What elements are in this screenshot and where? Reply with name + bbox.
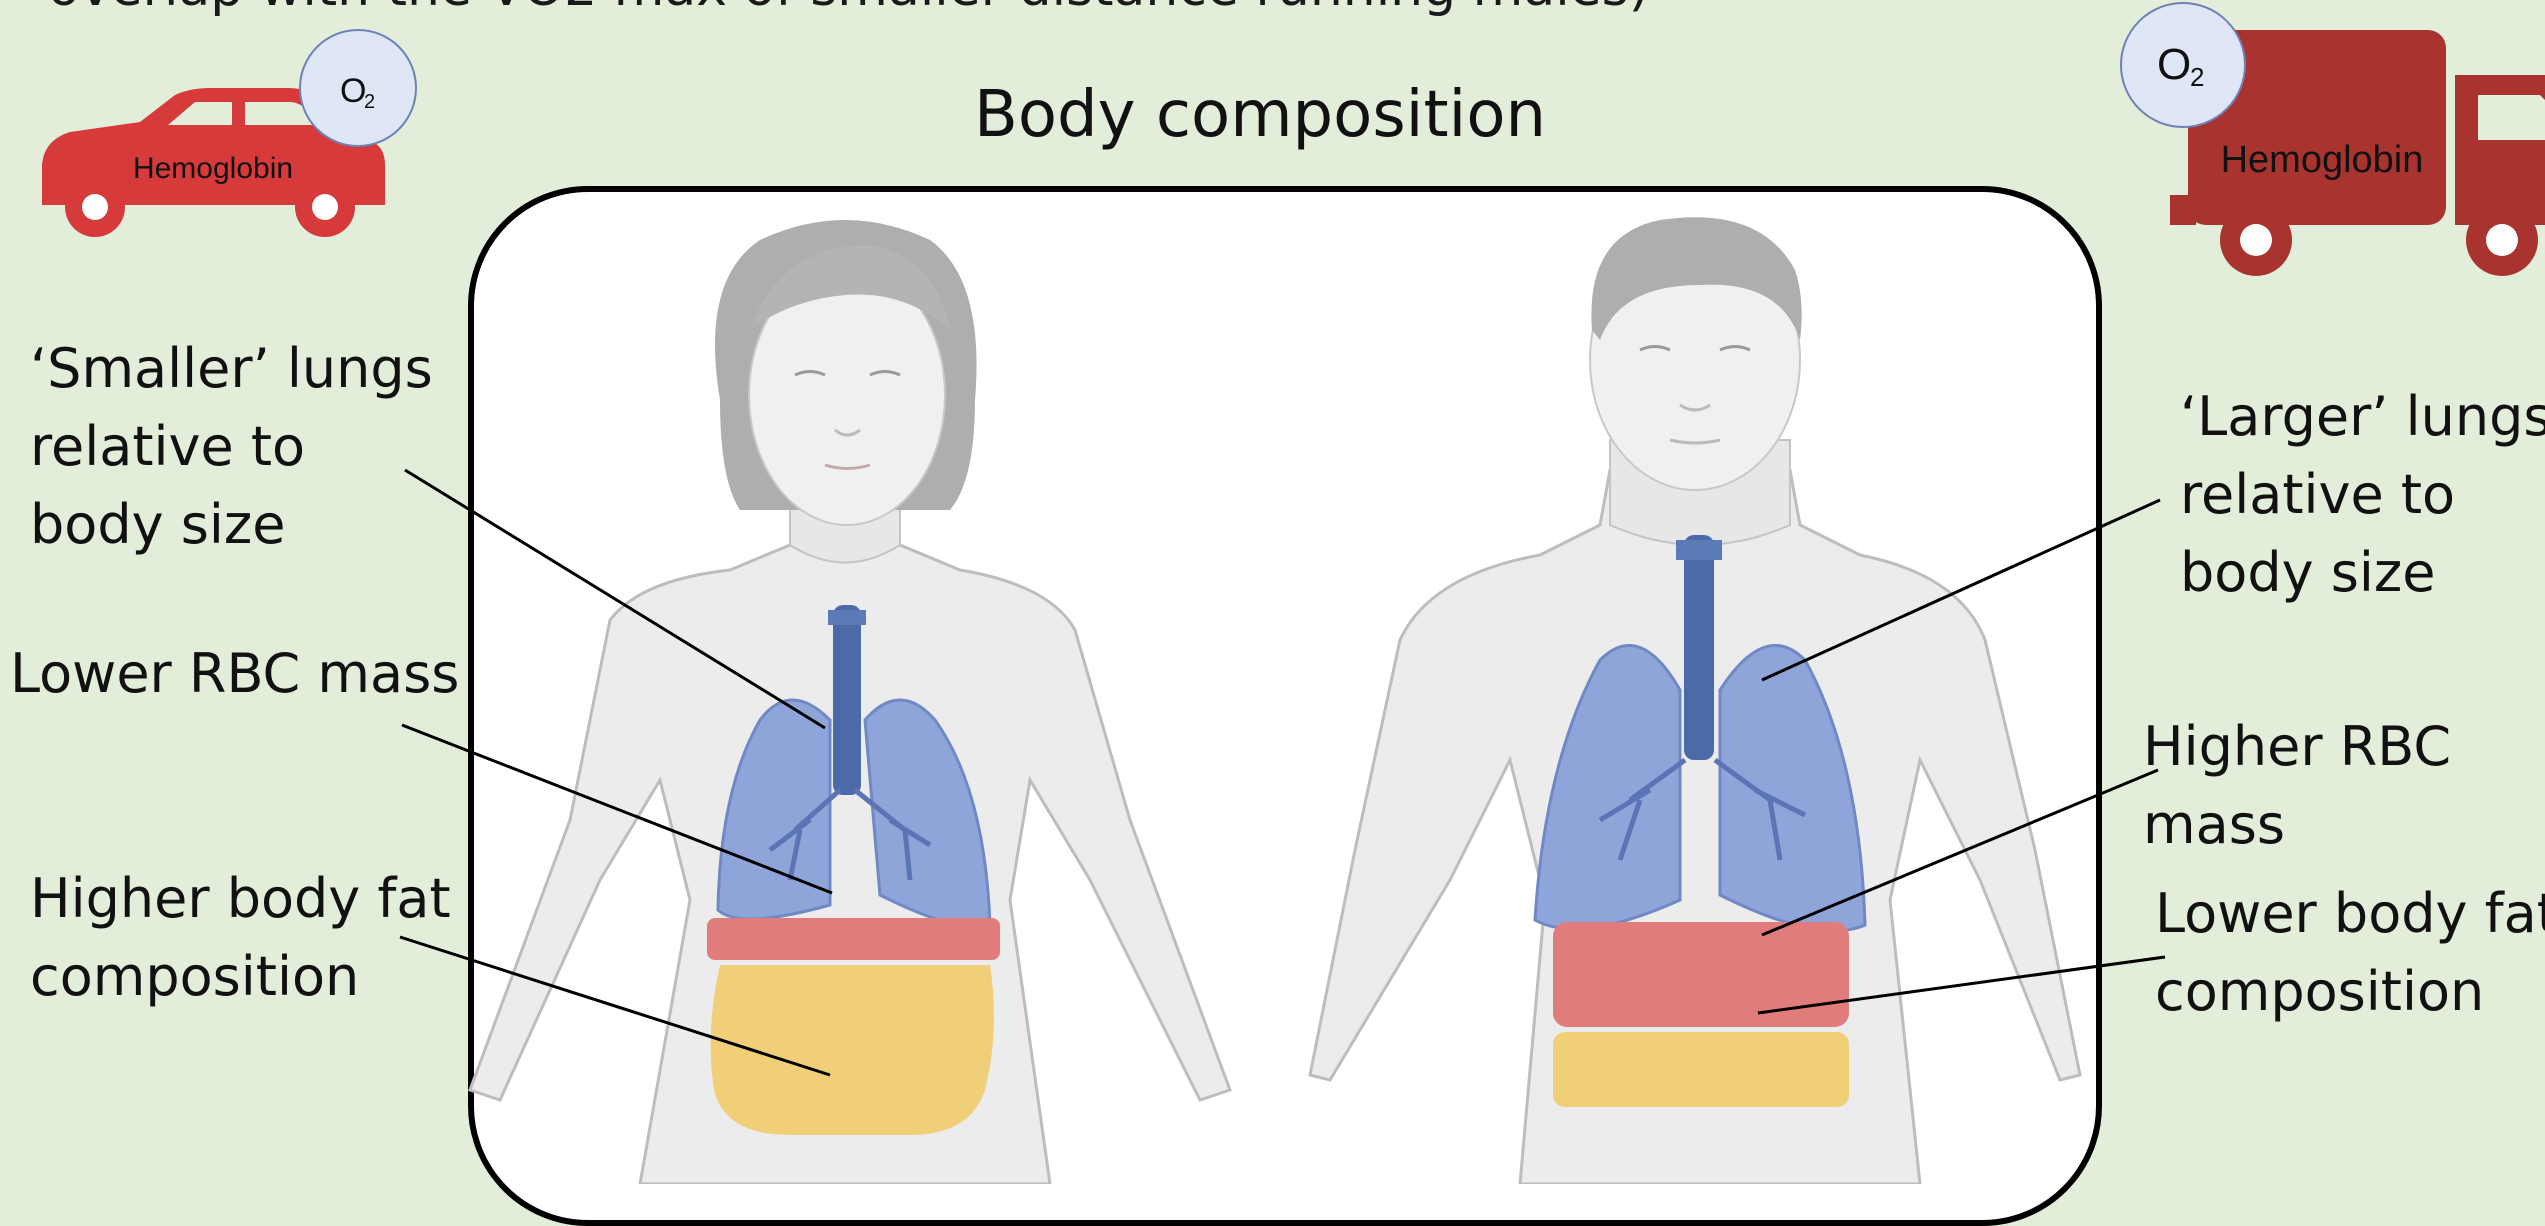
truck-o2-icon: O 2 [2121,3,2245,127]
svg-text:O: O [2157,40,2191,89]
svg-text:2: 2 [2190,62,2204,92]
male-figure [1310,217,2080,1184]
car-hemoglobin-label: Hemoglobin [133,152,293,185]
female-fat-label: Higher body fat composition [30,860,451,1016]
female-lungs-label: ‘Smaller’ lungs relative to body size [30,330,433,564]
male-lungs-label: ‘Larger’ lungs relative to body size [2180,378,2545,612]
car-o2-icon: O 2 [300,30,416,146]
female-rbc-label: Lower RBC mass [10,635,459,713]
male-rbc-label: Higher RBC mass [2143,708,2545,864]
svg-text:2: 2 [364,91,375,113]
female-figure [470,220,1230,1184]
male-fat-label: Lower body fat composition [2155,875,2545,1031]
truck-hemoglobin-label: Hemoglobin [2221,139,2424,181]
svg-text:O: O [340,72,366,110]
